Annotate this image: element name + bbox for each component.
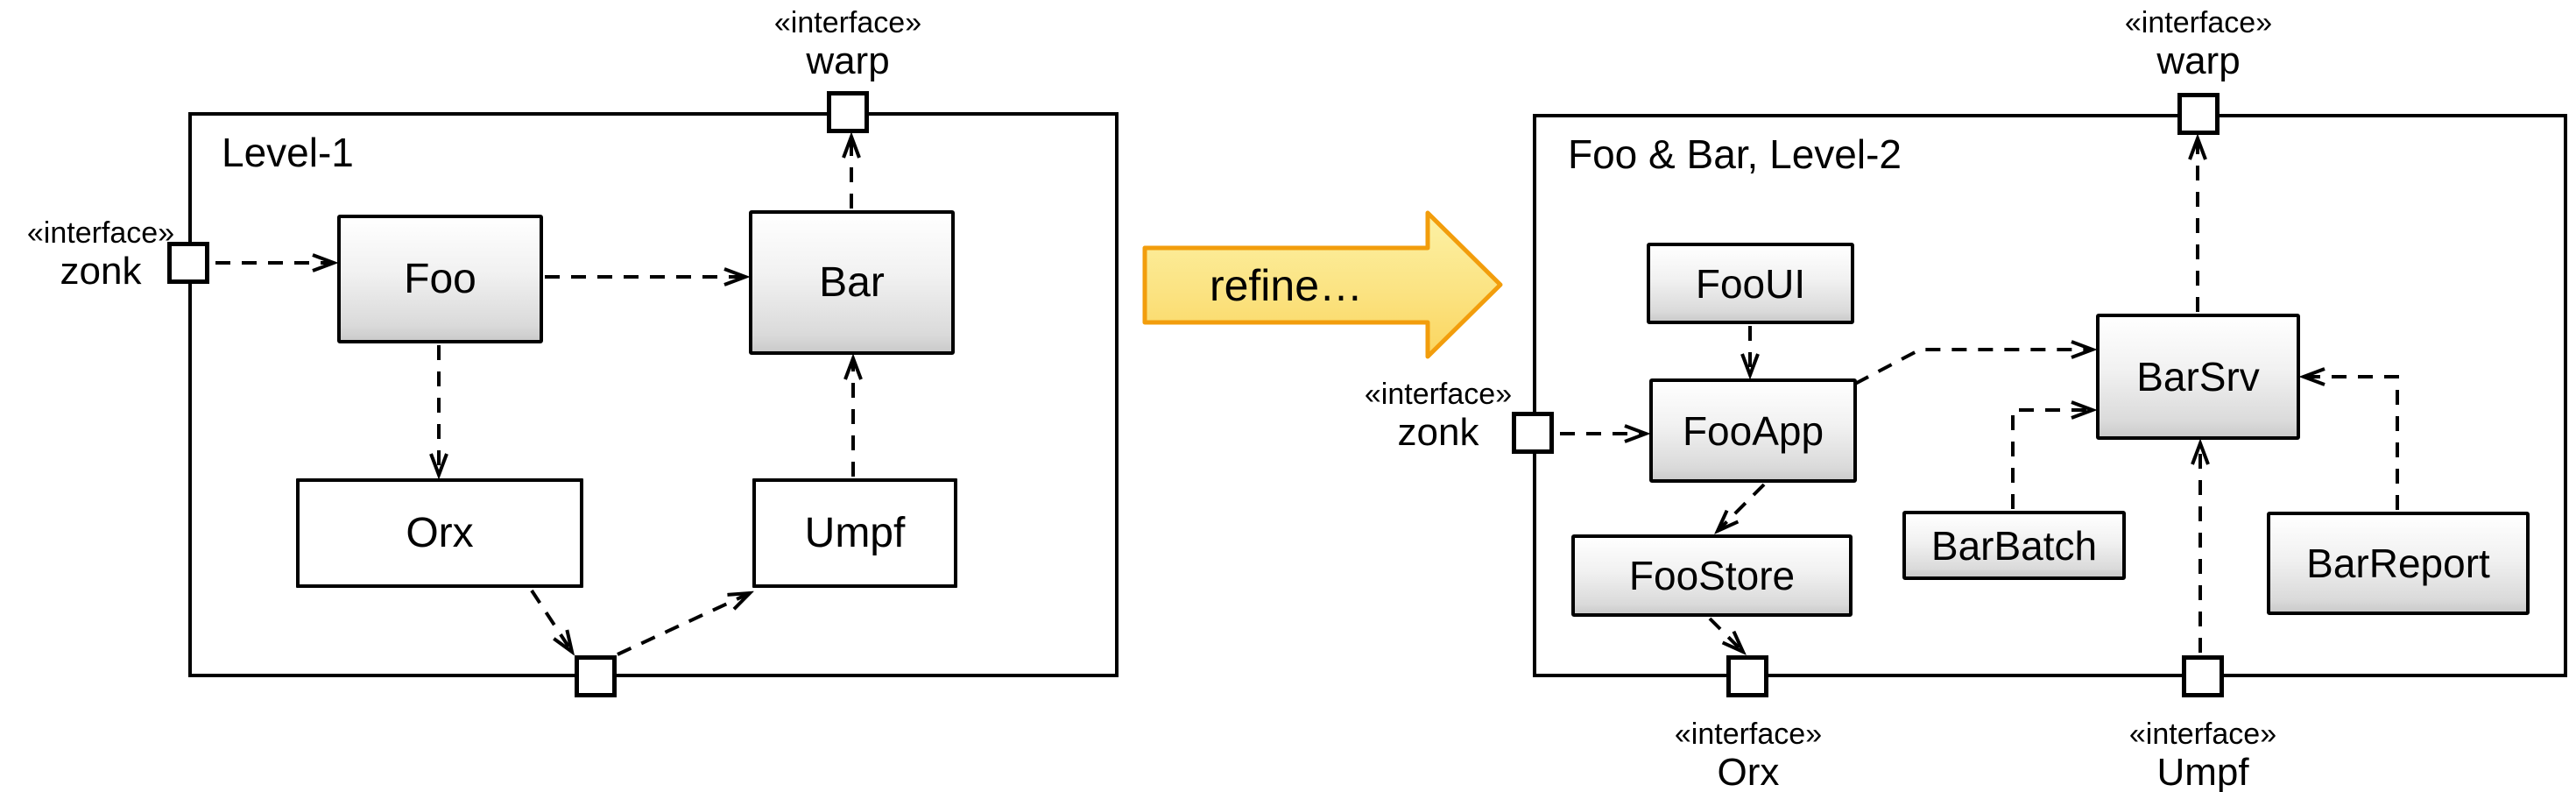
level1-title: Level-1 (222, 130, 354, 175)
level1-frame (188, 112, 1119, 677)
arrow-orx-to-bottom-port (530, 589, 572, 652)
level1-zonk-port (167, 242, 209, 284)
component-barbatch-label: BarBatch (1930, 522, 2098, 569)
level2-zonk-interface-label: «interface» zonk (1333, 377, 1543, 454)
level2-orx-interface-label: «interface» Orx (1643, 717, 1853, 792)
level1-warp-port (827, 91, 869, 133)
level2-umpf-port (2182, 655, 2224, 697)
component-foostore: FooStore (1571, 534, 1853, 617)
arrow-fooapp-to-barsrv (1854, 350, 2093, 385)
level2-umpf-interface-label: «interface» Umpf (2098, 717, 2308, 792)
component-fooapp-label: FooApp (1682, 407, 1824, 454)
refine-arrow-shape (1142, 210, 1503, 359)
level2-orx-stereotype: «interface» (1674, 718, 1823, 751)
level1-warp-name: warp (806, 39, 890, 82)
component-barsrv: BarSrv (2096, 314, 2300, 440)
level2-orx-port (1726, 655, 1768, 697)
level2-zonk-name: zonk (1397, 411, 1479, 454)
level2-umpf-name: Umpf (2156, 751, 2249, 792)
arrow-barbatch-to-barsrv (2011, 410, 2093, 509)
arrow-fooapp-to-foostore (1718, 483, 1766, 531)
level2-orx-name: Orx (1717, 751, 1780, 792)
level1-warp-interface-label: «interface» warp (743, 5, 953, 82)
level2-umpf-stereotype: «interface» (2128, 718, 2277, 751)
level2-warp-stereotype: «interface» (2124, 6, 2273, 39)
level1-zonk-stereotype: «interface» (26, 216, 175, 250)
component-barreport-label: BarReport (2306, 541, 2490, 586)
arrow-barreport-to-barsrv (2304, 377, 2399, 510)
component-bar-label: Bar (819, 259, 885, 306)
component-barsrv-label: BarSrv (2136, 354, 2260, 400)
level1-zonk-name: zonk (60, 250, 142, 293)
level1-warp-stereotype: «interface» (773, 6, 922, 39)
component-fooapp: FooApp (1649, 378, 1857, 483)
level2-warp-port (2177, 93, 2220, 135)
component-bar: Bar (749, 210, 955, 355)
level2-warp-name: warp (2156, 39, 2241, 82)
refine-arrow-label: refine… (1209, 261, 1364, 310)
component-orx-label: Orx (406, 510, 474, 556)
component-barbatch: BarBatch (1902, 511, 2126, 580)
component-umpf: Umpf (752, 478, 957, 588)
level1-zonk-interface-label: «interface» zonk (0, 216, 206, 293)
level2-warp-interface-label: «interface» warp (2093, 5, 2304, 82)
component-umpf-label: Umpf (804, 510, 906, 556)
component-fooui: FooUI (1647, 243, 1854, 324)
component-barreport: BarReport (2267, 512, 2530, 615)
component-foo: Foo (337, 215, 543, 343)
arrow-foostore-to-orx-port (1708, 617, 1743, 652)
level2-zonk-port (1512, 412, 1554, 454)
component-fooui-label: FooUI (1695, 260, 1806, 307)
component-foostore-label: FooStore (1628, 553, 1796, 598)
component-orx: Orx (296, 478, 583, 588)
level2-title: Foo & Bar, Level-2 (1568, 131, 1902, 177)
level1-bottom-port (575, 655, 617, 697)
level2-zonk-stereotype: «interface» (1364, 378, 1513, 411)
component-foo-label: Foo (404, 256, 476, 302)
level2-frame (1533, 114, 2567, 677)
